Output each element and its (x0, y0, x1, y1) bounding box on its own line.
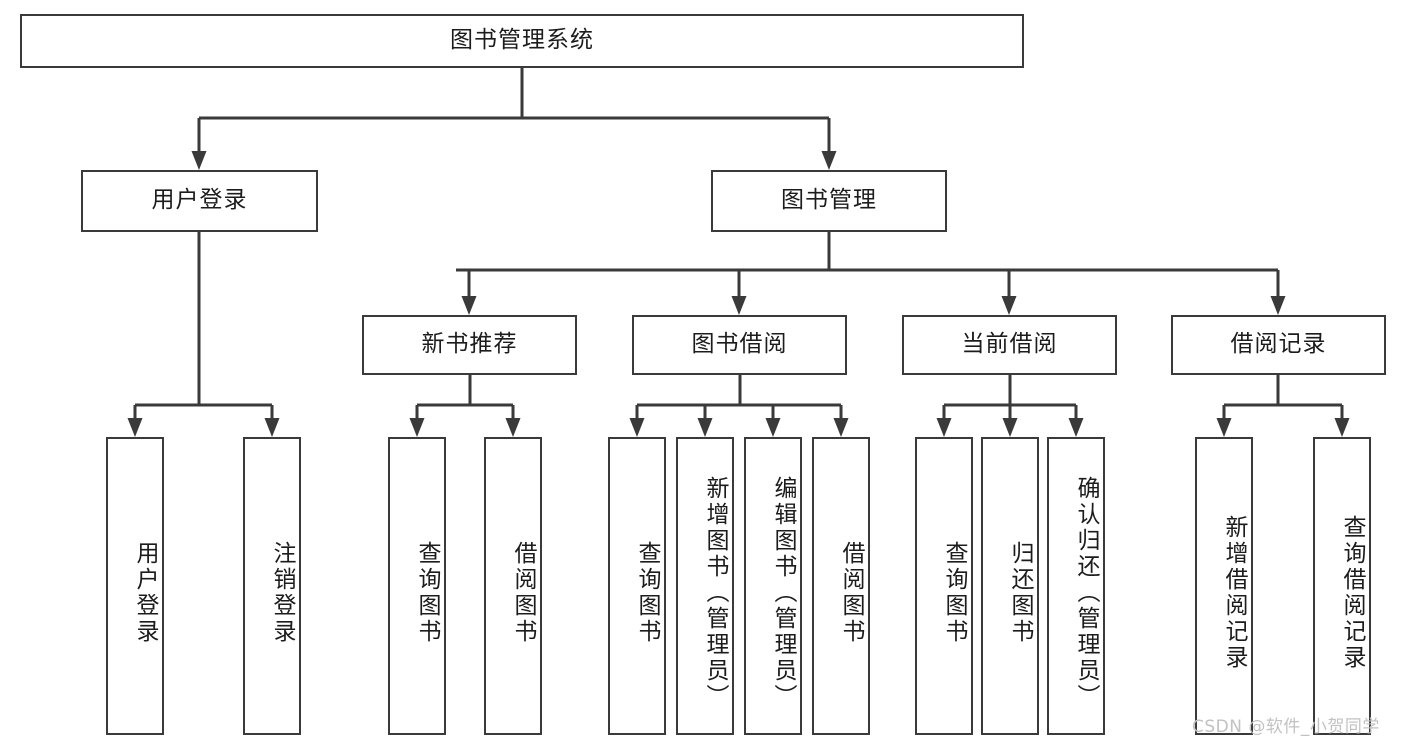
node-label: 借阅图书 (838, 541, 864, 645)
node-label: 归还图书 (1007, 541, 1033, 645)
node-level2-book-borrow[interactable]: 图书借阅 (632, 315, 847, 375)
node-leaf-leaf-confirm-return[interactable]: 确认归还（管理员） (1047, 437, 1105, 735)
node-label: 编辑图书（管理员） (770, 476, 796, 710)
node-label: 借阅记录 (1230, 331, 1327, 358)
node-leaf-leaf-user-login[interactable]: 用户登录 (106, 437, 164, 735)
node-leaf-leaf-borrow-book-2[interactable]: 借阅图书 (812, 437, 870, 735)
node-label: 图书借阅 (691, 331, 788, 358)
node-label: 注销登录 (269, 541, 295, 645)
node-label: 用户登录 (151, 187, 248, 214)
node-leaf-leaf-query-book-3[interactable]: 查询图书 (915, 437, 973, 735)
node-leaf-leaf-edit-book[interactable]: 编辑图书（管理员） (744, 437, 802, 735)
node-leaf-leaf-borrow-book-1[interactable]: 借阅图书 (484, 437, 542, 735)
node-label: 查询借阅记录 (1339, 515, 1365, 671)
node-level2-current-borrow[interactable]: 当前借阅 (902, 315, 1117, 375)
node-leaf-leaf-query-book-2[interactable]: 查询图书 (608, 437, 666, 735)
node-label: 当前借阅 (961, 331, 1058, 358)
node-leaf-leaf-query-book-1[interactable]: 查询图书 (388, 437, 446, 735)
node-leaf-leaf-user-logout[interactable]: 注销登录 (243, 437, 301, 735)
node-root-root[interactable]: 图书管理系统 (20, 14, 1024, 68)
node-label: 借阅图书 (510, 541, 536, 645)
node-label: 用户登录 (132, 541, 158, 645)
node-label: 图书管理 (781, 187, 877, 214)
node-label: 确认归还（管理员） (1073, 476, 1099, 710)
node-leaf-leaf-return-book[interactable]: 归还图书 (981, 437, 1039, 735)
node-label: 查询图书 (634, 541, 660, 645)
node-level2-borrow-record[interactable]: 借阅记录 (1171, 315, 1386, 375)
node-level1-user-login[interactable]: 用户登录 (81, 170, 318, 232)
node-label: 图书管理系统 (450, 27, 594, 54)
node-level2-new-book-recommend[interactable]: 新书推荐 (362, 315, 577, 375)
node-leaf-leaf-query-record[interactable]: 查询借阅记录 (1313, 437, 1371, 735)
node-label: 新增借阅记录 (1221, 515, 1247, 671)
node-leaf-leaf-add-record[interactable]: 新增借阅记录 (1195, 437, 1253, 735)
node-leaf-leaf-add-book[interactable]: 新增图书（管理员） (676, 437, 734, 735)
node-label: 查询图书 (941, 541, 967, 645)
node-level1-book-manage[interactable]: 图书管理 (711, 170, 947, 232)
node-label: 新增图书（管理员） (702, 476, 728, 710)
node-label: 查询图书 (414, 541, 440, 645)
node-label: 新书推荐 (421, 331, 518, 358)
